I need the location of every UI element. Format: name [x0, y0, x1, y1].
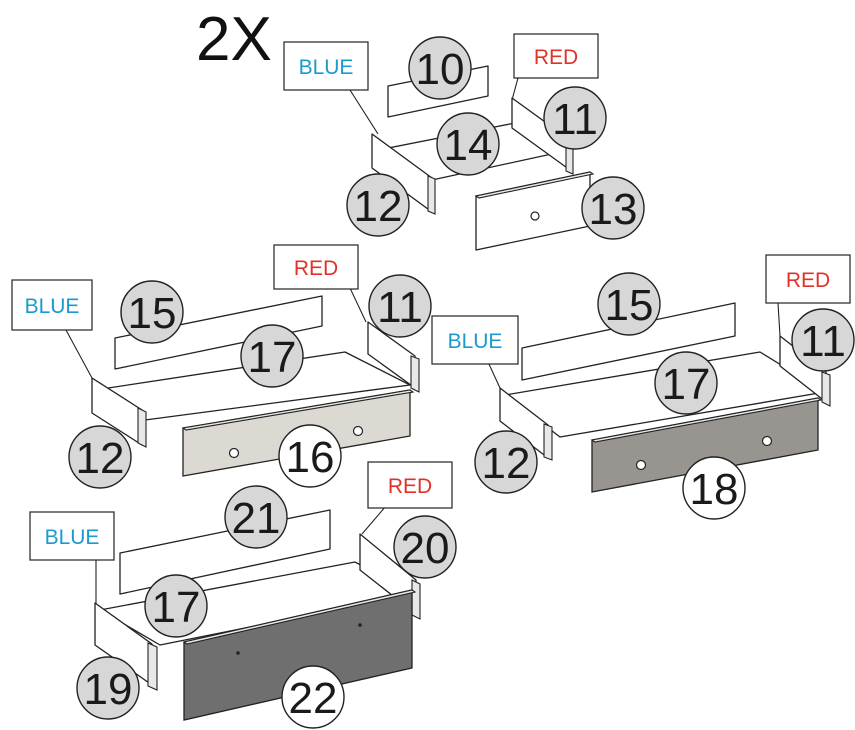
- part-number-13: 13: [589, 185, 638, 234]
- drawer-light: BLUE RED 15 11 17 12 16: [11, 244, 432, 489]
- red-label-box: [765, 254, 851, 304]
- handle-hole-left: [635, 459, 647, 471]
- right-side-edge: [821, 371, 831, 407]
- part-number-15: 15: [128, 289, 177, 338]
- red-label-box: [513, 33, 599, 79]
- drawer-grey: BLUE RED 15 11 17 12 18: [431, 254, 855, 520]
- part-number-19: 19: [84, 665, 133, 714]
- front-panel-top-edge: [182, 589, 417, 645]
- part-callout-11: [791, 308, 855, 372]
- drawer-small: BLUE RED 10 11 14 12 13: [283, 33, 645, 251]
- handle-hole-right: [761, 435, 773, 447]
- blue-label-box: [431, 315, 519, 365]
- red-label: RED: [786, 269, 830, 292]
- part-callout-12: [346, 173, 410, 237]
- blue-label-box: [11, 279, 93, 331]
- part-callout-17: [144, 574, 208, 638]
- part-callout-21: [224, 485, 288, 549]
- blue-leader: [338, 89, 379, 135]
- part-callout-15: [120, 280, 184, 344]
- handle-hole-left: [236, 651, 240, 655]
- red-leader: [361, 505, 388, 535]
- blue-label-box: [29, 511, 115, 561]
- part-number-10: 10: [416, 45, 465, 94]
- right-side-edge: [410, 355, 420, 393]
- part-number-17: 17: [152, 583, 201, 632]
- blue-label: BLUE: [448, 330, 503, 353]
- red-label: RED: [388, 475, 432, 498]
- blue-label: BLUE: [25, 295, 80, 318]
- part-number-17: 17: [248, 333, 297, 382]
- part-number-12: 12: [354, 182, 403, 231]
- quantity-label: 2X: [196, 5, 272, 74]
- part-callout-17: [240, 324, 304, 388]
- blue-label: BLUE: [45, 526, 100, 549]
- part-number-16: 16: [286, 433, 335, 482]
- part-callout-22: [281, 665, 345, 729]
- left-side-edge: [147, 642, 158, 691]
- part-number-22: 22: [289, 674, 338, 723]
- blue-leader: [58, 329, 93, 379]
- part-callout-10: [408, 36, 472, 100]
- red-label: RED: [534, 46, 578, 69]
- red-label: RED: [294, 257, 338, 280]
- part-number-11: 11: [377, 283, 423, 332]
- part-number-21: 21: [232, 494, 281, 543]
- part-callout-15: [597, 272, 661, 336]
- part-callout-12: [68, 425, 132, 489]
- right-side-edge: [411, 579, 421, 620]
- part-callout-12: [474, 430, 538, 494]
- left-side-edge: [137, 407, 147, 448]
- red-label-box: [367, 461, 453, 509]
- drawer-dark: BLUE RED 21 20 17 19 22: [29, 461, 457, 729]
- handle-hole-left: [228, 447, 240, 459]
- red-leader: [511, 77, 527, 101]
- part-callout-19: [76, 656, 140, 720]
- handle-hole-right: [352, 425, 364, 437]
- red-leader: [768, 302, 781, 337]
- part-callout-20: [393, 515, 457, 579]
- left-side-edge: [427, 175, 436, 215]
- blue-label-box: [283, 41, 369, 91]
- front-panel-top-edge: [474, 171, 595, 199]
- left-side-edge: [543, 423, 553, 461]
- part-number-12: 12: [482, 439, 531, 488]
- red-leader: [340, 287, 367, 323]
- part-number-14: 14: [444, 121, 493, 170]
- handle-hole-right: [358, 623, 362, 627]
- part-number-20: 20: [401, 524, 450, 573]
- part-callout-16: [278, 424, 342, 488]
- blue-label: BLUE: [299, 56, 354, 79]
- part-callout-11: [368, 274, 432, 338]
- part-callout-11: [543, 86, 607, 150]
- blue-leader: [478, 361, 501, 389]
- part-number-15: 15: [605, 281, 654, 330]
- part-callout-18: [682, 456, 746, 520]
- part-number-12: 12: [76, 434, 125, 483]
- handle-hole: [530, 211, 540, 221]
- part-number-18: 18: [690, 465, 739, 514]
- part-number-11: 11: [552, 95, 598, 144]
- back-panel: [114, 295, 323, 370]
- part-number-11: 11: [800, 317, 846, 366]
- front-panel-top-edge: [181, 389, 415, 431]
- part-number-17: 17: [662, 360, 711, 409]
- part-callout-14: [436, 112, 500, 176]
- part-callout-17: [654, 351, 718, 415]
- front-panel-top-edge: [590, 397, 823, 443]
- red-label-box: [273, 244, 359, 290]
- back-panel: [521, 302, 736, 381]
- part-callout-13: [581, 176, 645, 240]
